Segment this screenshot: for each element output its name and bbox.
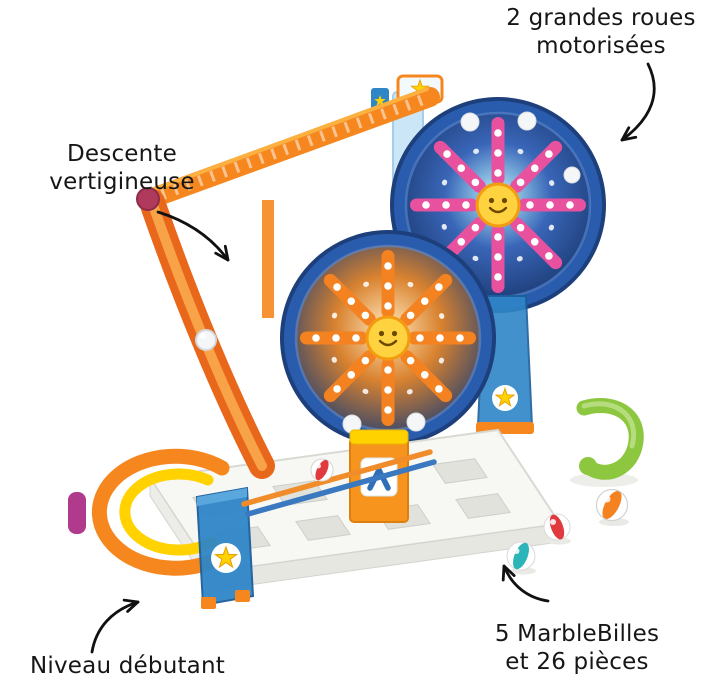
straight-rails — [241, 449, 437, 517]
marble-teal — [506, 541, 536, 575]
marble-in-wheel — [406, 412, 426, 432]
marble-on-rail — [310, 458, 334, 482]
marble-on-slide — [195, 329, 217, 351]
green-curve-piece — [570, 398, 644, 487]
marble-in-wheel — [563, 166, 581, 184]
curve-track — [68, 448, 234, 576]
annotation-line: motorisées — [536, 33, 666, 60]
track-end-cap — [136, 187, 160, 211]
up-arrow-decal — [367, 467, 391, 491]
annotation-line: et 26 pièces — [505, 649, 649, 676]
track-support — [262, 200, 274, 318]
annotation-line: 2 grandes roues — [506, 5, 696, 31]
annotation-line: vertigineuse — [49, 169, 195, 196]
motorized-wheel-front — [282, 232, 494, 444]
annotation-line: Descente — [67, 141, 177, 167]
curve-end-cap — [68, 492, 86, 534]
annotation-descent: Descente vertigineuse — [22, 140, 222, 196]
arrow-to-descent-icon — [156, 210, 230, 262]
marble-in-wheel — [460, 112, 480, 132]
annotation-marbles: 5 MarbleBilles et 26 pièces — [462, 620, 692, 676]
loose-marbles — [506, 489, 629, 575]
annotation-arrows — [90, 62, 656, 654]
marble-in-wheel — [517, 111, 537, 131]
tower-front — [195, 486, 255, 609]
arrow-to-marbles-icon — [501, 564, 550, 603]
marble-orange — [596, 489, 629, 526]
annotation-level: Niveau débutant — [20, 652, 235, 680]
descent-track — [136, 87, 440, 479]
annotation-line: Niveau débutant — [30, 653, 225, 679]
annotation-line: 5 MarbleBilles — [494, 621, 660, 647]
annotation-wheels: 2 grandes roues motorisées — [470, 4, 720, 60]
arrow-to-base-icon — [90, 598, 140, 654]
marble-red — [543, 513, 571, 545]
arrow-to-wheels-icon — [620, 62, 656, 142]
